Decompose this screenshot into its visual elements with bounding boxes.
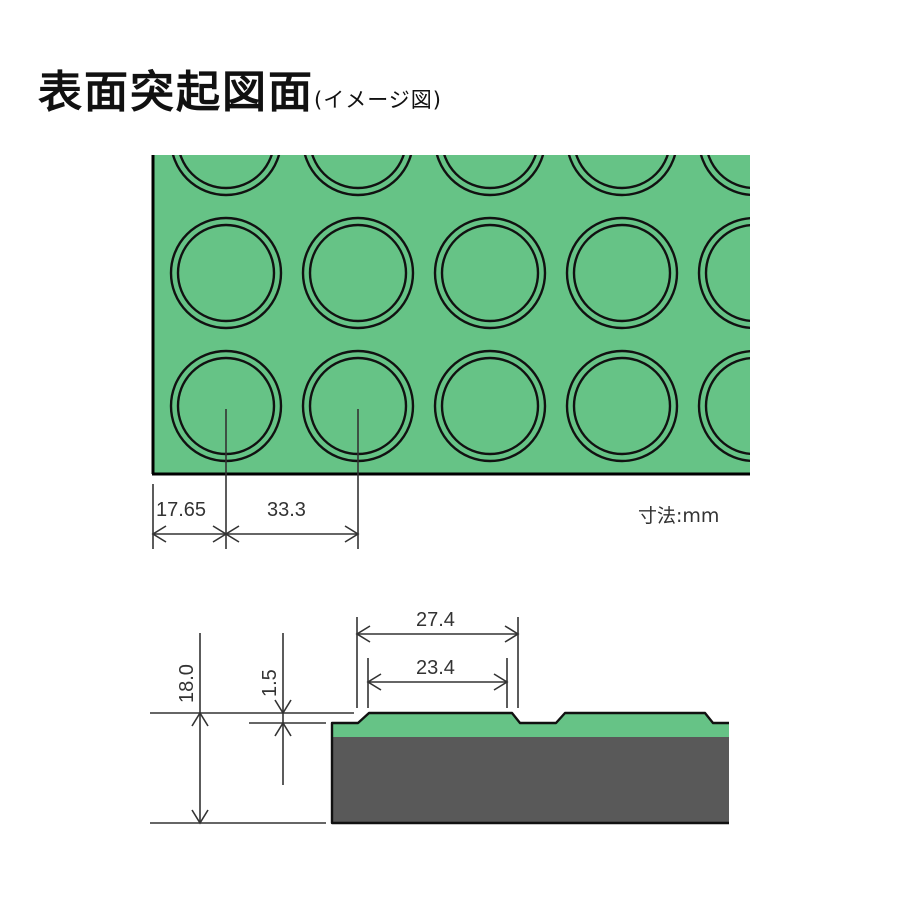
dim-total-thickness: 18.0 <box>176 664 198 703</box>
dim-bump-top-width: 23.4 <box>416 657 455 679</box>
arrow-left-icon <box>224 525 240 543</box>
page-title: 表面突起図面(イメージ図) <box>38 56 442 120</box>
dim-edge-to-center: 17.65 <box>156 499 206 521</box>
stud-row-3 <box>169 349 750 463</box>
studs-grid <box>169 155 750 463</box>
arrow-down-icon <box>274 699 292 715</box>
stud-row-1 <box>171 155 750 197</box>
profile-outline <box>330 711 729 825</box>
base-layer <box>332 736 729 823</box>
top-view-dimensions <box>151 409 360 549</box>
top-view-panel <box>151 155 750 476</box>
stud-row-2 <box>169 216 750 330</box>
dim-center-to-center: 33.3 <box>267 499 306 521</box>
unit-label: 寸法:mm <box>638 505 719 527</box>
arrow-left-icon <box>366 673 382 691</box>
arrow-down-icon <box>191 809 209 825</box>
arrow-up-icon <box>274 721 292 737</box>
arrow-left-icon <box>355 625 371 643</box>
arrow-right-icon <box>504 625 520 643</box>
mat-surface <box>153 155 750 473</box>
arrow-up-icon <box>191 711 209 727</box>
title-sub: (イメージ図) <box>314 88 442 112</box>
dim-bump-height: 1.5 <box>259 669 281 697</box>
arrow-right-icon <box>344 525 360 543</box>
cross-section <box>330 711 729 825</box>
surface-layer <box>332 713 729 737</box>
title-main: 表面突起図面 <box>38 67 314 118</box>
cross-section-dimensions <box>150 617 520 825</box>
arrow-right-icon <box>493 673 509 691</box>
dim-bump-base-width: 27.4 <box>416 609 455 631</box>
arrow-left-icon <box>151 525 167 543</box>
